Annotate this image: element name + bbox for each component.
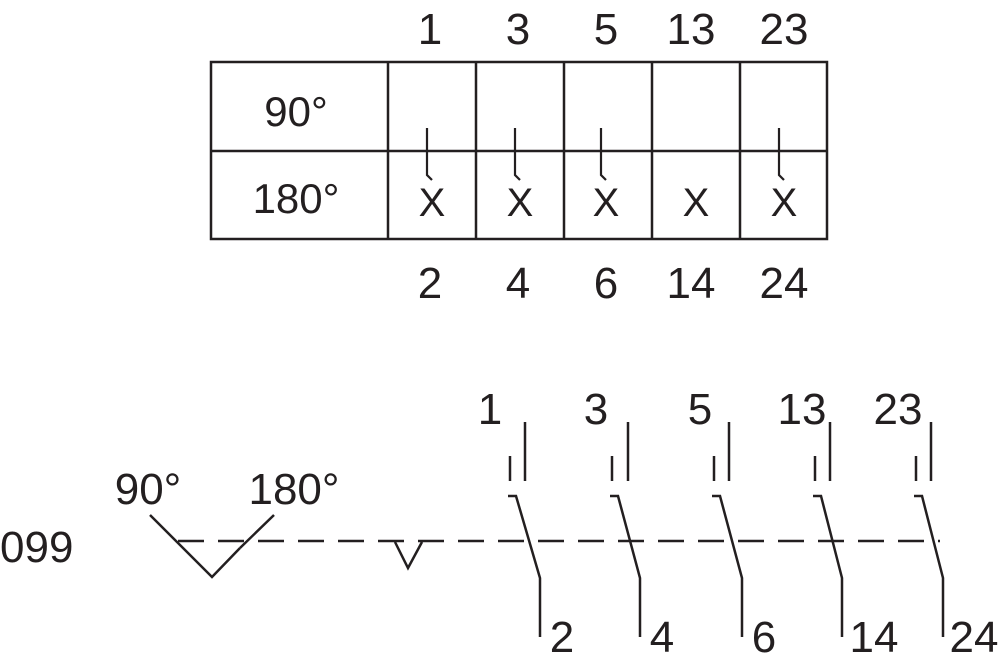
contact-closed-mark: X [593, 181, 620, 225]
contact-closed-mark: X [771, 181, 798, 225]
schematic-top-terminal: 1 [478, 385, 502, 434]
contact-closed-mark: X [683, 181, 710, 225]
switch-schematic: 099 90° 180° 1 2 3 4 5 [0, 385, 998, 661]
table-top-terminal: 1 [418, 5, 442, 54]
contact-blade [914, 494, 945, 637]
table-bottom-terminal: 2 [418, 259, 442, 308]
diagram-code: 099 [0, 523, 73, 572]
detent-notch [393, 541, 424, 571]
transition-hook [425, 128, 433, 181]
table-bottom-terminal: 14 [667, 259, 716, 308]
table-top-terminal: 23 [760, 5, 809, 54]
contact-1-2: 1 2 [478, 385, 574, 661]
angle-label-180: 180° [248, 465, 339, 514]
angle-label-90: 90° [115, 465, 182, 514]
table-top-terminal: 3 [506, 5, 530, 54]
position-indicator-arm [239, 514, 275, 549]
table-bottom-terminal: 6 [594, 259, 618, 308]
table-top-terminal: 13 [667, 5, 716, 54]
table-bottom-terminal: 24 [760, 259, 809, 308]
transition-hook [513, 128, 521, 181]
schematic-bottom-terminal: 14 [850, 613, 899, 661]
schematic-top-terminal: 3 [584, 385, 608, 434]
contact-table: 1 3 5 13 23 90° 180° X X X X X 2 4 6 14 … [209, 5, 829, 308]
contact-blade [508, 494, 542, 637]
table-bottom-terminal: 4 [506, 259, 530, 308]
contact-3-4: 3 4 [584, 385, 674, 661]
contact-closed-mark: X [507, 181, 534, 225]
table-top-terminal: 5 [594, 5, 618, 54]
contact-23-24: 23 24 [874, 385, 999, 661]
schematic-top-terminal: 13 [778, 385, 827, 434]
contact-closed-mark: X [419, 181, 446, 225]
schematic-top-terminal: 5 [688, 385, 712, 434]
contact-blade [610, 494, 642, 637]
contact-blade [813, 494, 844, 637]
position-indicator [149, 514, 241, 579]
contact-13-14: 13 14 [778, 385, 899, 661]
schematic-bottom-terminal: 24 [950, 613, 999, 661]
table-row-label-90: 90° [264, 88, 328, 135]
table-row-label-180: 180° [253, 175, 340, 222]
contact-5-6: 5 6 [688, 385, 776, 661]
schematic-top-terminal: 23 [874, 385, 923, 434]
transition-hook [777, 128, 785, 181]
schematic-bottom-terminal: 4 [650, 613, 674, 661]
schematic-bottom-terminal: 2 [550, 613, 574, 661]
transition-hook [599, 128, 607, 181]
contact-blade [712, 494, 744, 637]
schematic-bottom-terminal: 6 [752, 613, 776, 661]
